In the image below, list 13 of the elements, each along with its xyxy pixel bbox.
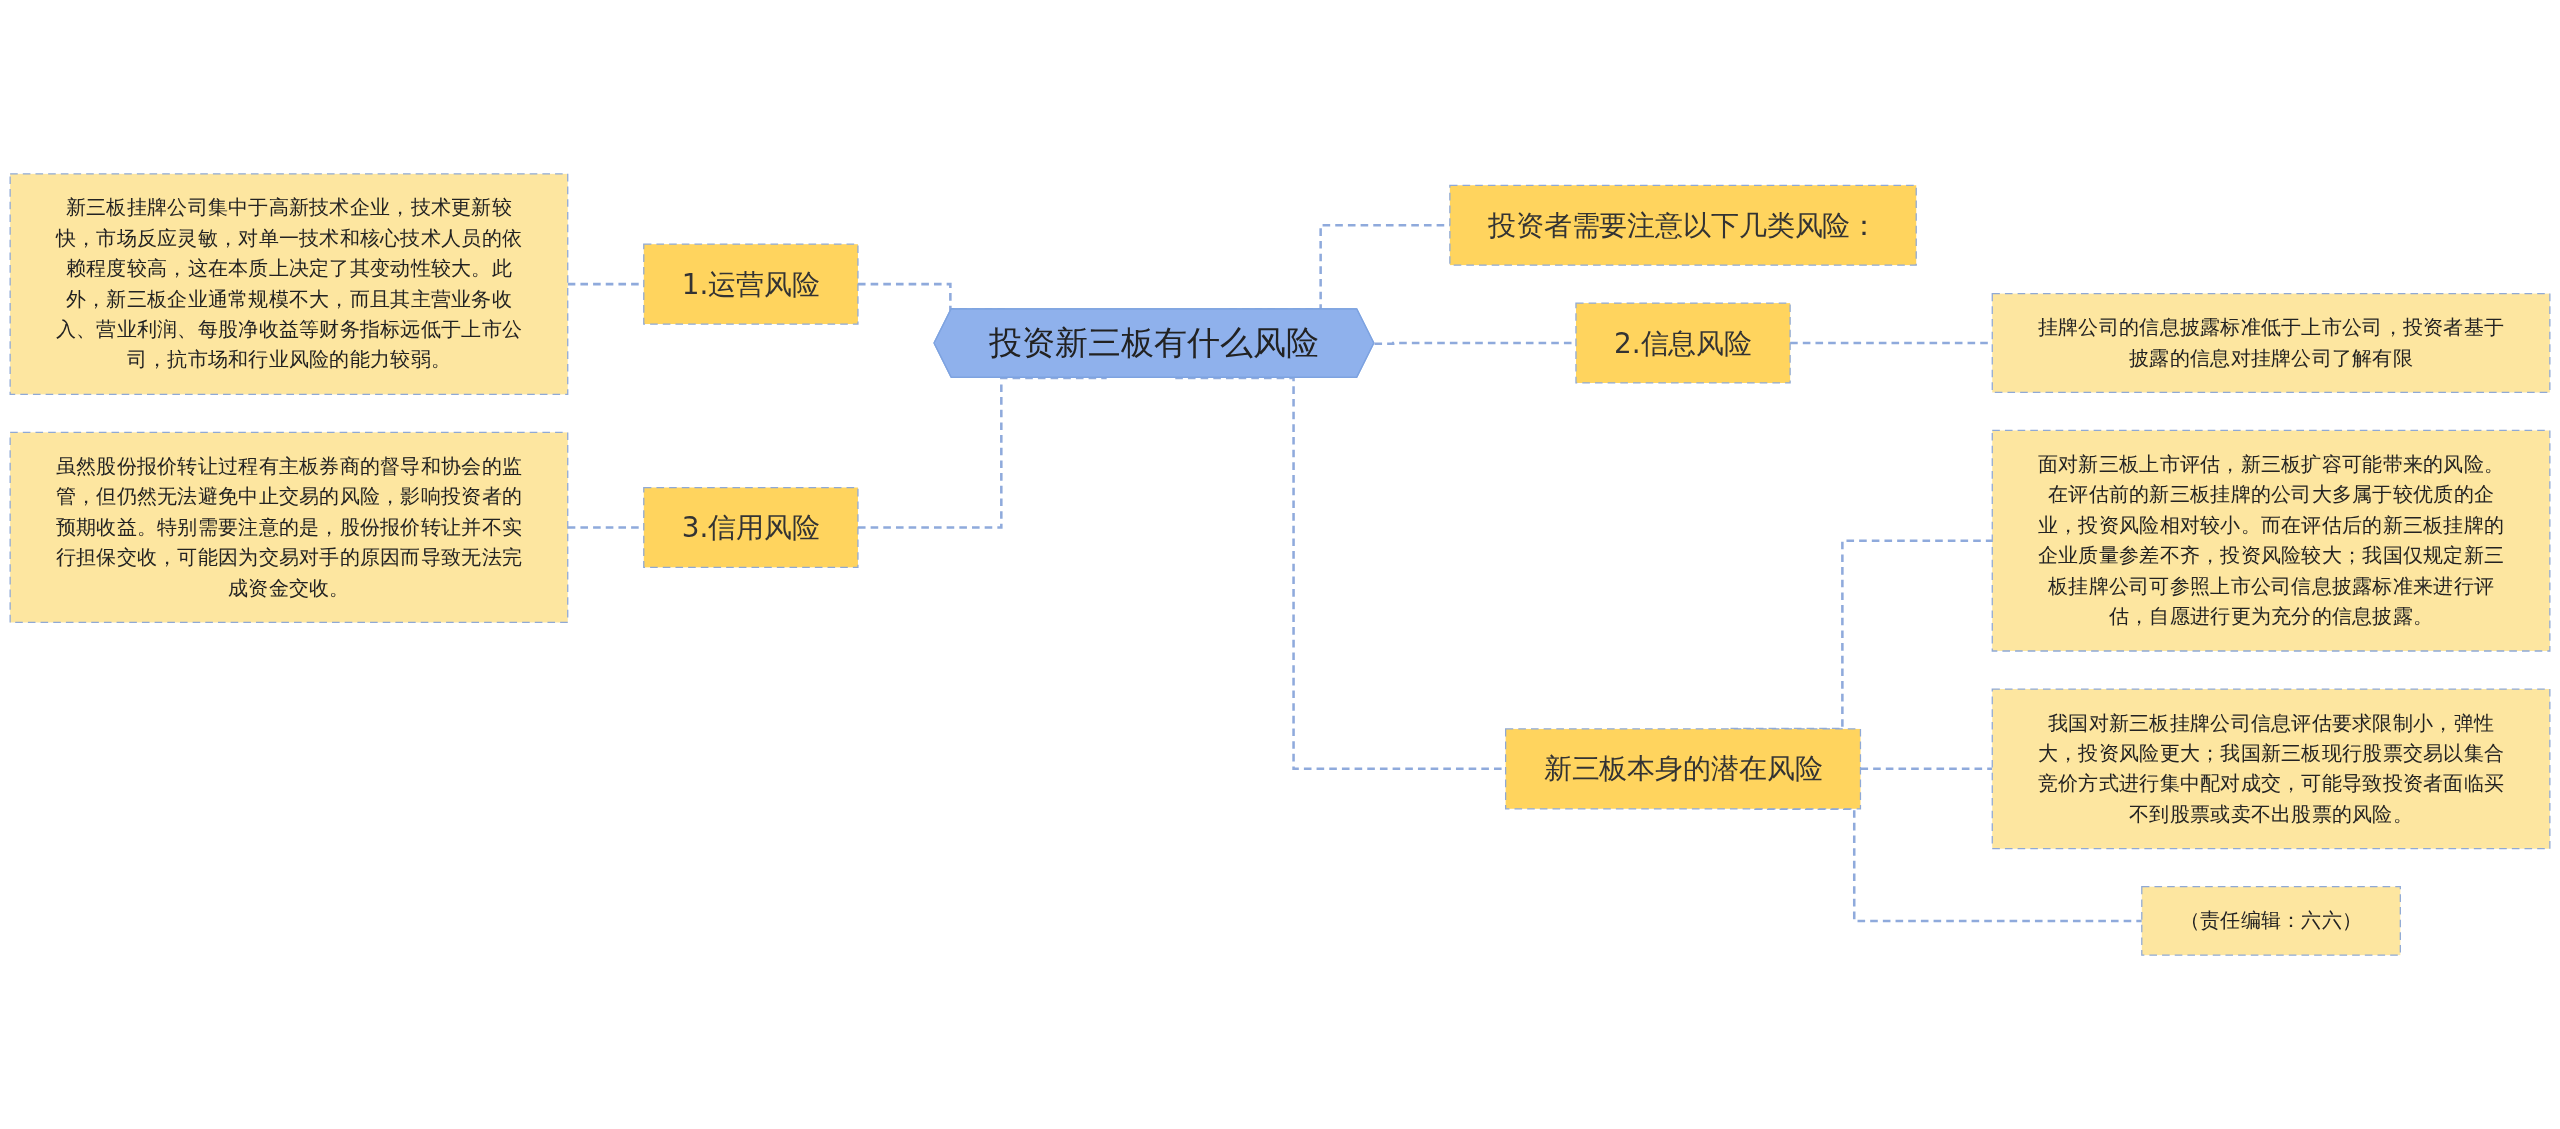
node-box: 新三板本身的潜在风险 (1505, 728, 1862, 810)
node-box: 面对新三板上市评估，新三板扩容可能带来的风险。在评估前的新三板挂牌的公司大多属于较优质的企业，投资风险相对较小。而在评估后的新三板挂牌的企业质量参差不齐，投资风险较大；我国仅规定新三板挂牌公司可参照上市公司信息披露标准来进行评估，自愿进行更为充分的信息披露。 (1991, 429, 2551, 652)
node-box: （责任编辑：六六） (2141, 886, 2401, 956)
node-box: 我国对新三板挂牌公司信息评估要求限制小，弹性大，投资风险更大；我国新三板现行股票交易以集合竞价方式进行集中配对成交，可能导致投资者面临买不到股票或卖不出股票的风险。 (1991, 688, 2551, 850)
node-box: 投资者需要注意以下几类风险： (1449, 184, 1917, 266)
node-box: 3.信用风险 (643, 486, 859, 568)
node-box: 新三板挂牌公司集中于高新技术企业，技术更新较快，市场反应灵敏，对单一技术和核心技术人员的依赖程度较高，这在本质上决定了其变动性较大。此外，新三板企业通常规模不大，而且其主营业务收入、营业利润、每股净收益等财务指标远低于上市公司，抗市场和行业风险的能力较弱。 (9, 173, 569, 395)
node-box: 虽然股份报价转让过程有主板券商的督导和协会的监管，但仍然无法避免中止交易的风险，影响投资者的预期收益。特别需要注意的是，股份报价转让并不实行担保交收，可能因为交易对手的原因而导致无法完成资金交收。 (9, 431, 569, 624)
node-box: 挂牌公司的信息披露标准低于上市公司，投资者基于披露的信息对挂牌公司了解有限 (1991, 293, 2551, 394)
node-box: 2.信息风险 (1575, 302, 1791, 384)
connector (1860, 767, 1993, 771)
connector (857, 376, 1107, 529)
node-box: 1.运营风险 (643, 243, 859, 325)
